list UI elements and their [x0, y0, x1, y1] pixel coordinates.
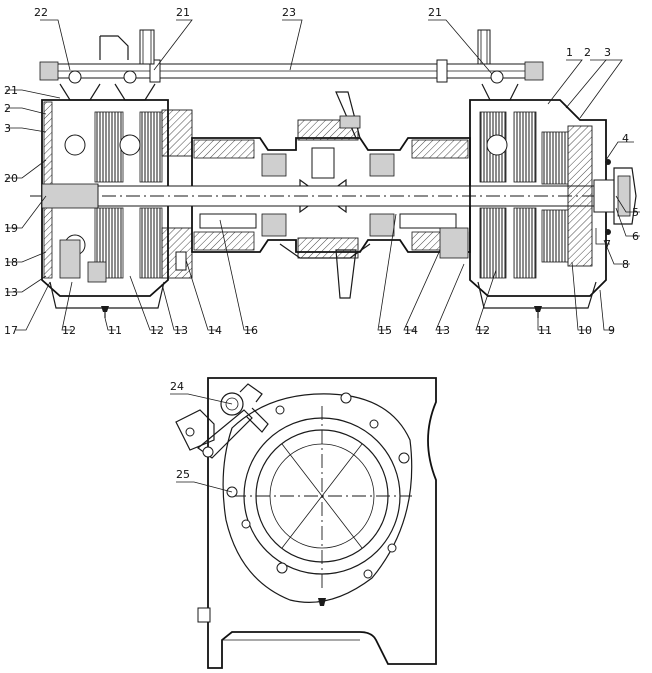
callout-labels: 22 21 23 21 1 2 3 4 5 6 7 8 9 10 11 12 1…	[4, 6, 639, 481]
callout-21-top-right: 21	[428, 6, 442, 19]
callout-12-right: 12	[476, 324, 490, 337]
callout-2-right: 2	[584, 46, 591, 59]
callout-1: 1	[566, 46, 573, 59]
callout-4: 4	[622, 132, 629, 145]
callout-14-left: 14	[208, 324, 222, 337]
callout-11-left: 11	[108, 324, 122, 337]
callout-22: 22	[34, 6, 48, 19]
control-rod	[39, 59, 544, 83]
right-end-cap	[593, 159, 637, 235]
callout-2-left: 2	[4, 102, 11, 115]
callout-23: 23	[282, 6, 296, 19]
callout-13-left: 13	[4, 286, 18, 299]
callout-5: 5	[632, 206, 639, 219]
flange-bolts	[226, 392, 410, 606]
callout-14-right: 14	[404, 324, 418, 337]
longitudinal-section	[30, 29, 637, 318]
right-housing	[439, 99, 607, 318]
callout-3-left: 3	[4, 122, 11, 135]
callout-13-right: 13	[436, 324, 450, 337]
left-bearing-cap	[161, 109, 193, 279]
callout-13-left-b: 13	[174, 324, 188, 337]
lever-arm	[175, 383, 269, 459]
callout-3-right: 3	[604, 46, 611, 59]
side-view	[175, 377, 437, 669]
callout-17: 17	[4, 324, 18, 337]
callout-11-right: 11	[538, 324, 552, 337]
callout-21-top-left: 21	[176, 6, 190, 19]
callout-20: 20	[4, 172, 18, 185]
left-linkage	[59, 29, 156, 101]
callout-10: 10	[578, 324, 592, 337]
callout-16: 16	[244, 324, 258, 337]
callout-24: 24	[170, 380, 184, 393]
callout-15: 15	[378, 324, 392, 337]
callout-19: 19	[4, 222, 18, 235]
callout-25: 25	[176, 468, 190, 481]
central-housing	[191, 137, 471, 253]
callout-9: 9	[608, 324, 615, 337]
callout-12-left-b: 12	[150, 324, 164, 337]
callout-21-left: 21	[4, 84, 18, 97]
right-linkage	[477, 29, 519, 101]
callout-12-left: 12	[62, 324, 76, 337]
leader-lines	[6, 19, 640, 493]
main-shaft	[30, 183, 610, 209]
callout-8: 8	[622, 258, 629, 271]
callout-6: 6	[632, 230, 639, 243]
callout-18: 18	[4, 256, 18, 269]
callout-7: 7	[604, 238, 611, 251]
left-housing	[41, 99, 169, 318]
